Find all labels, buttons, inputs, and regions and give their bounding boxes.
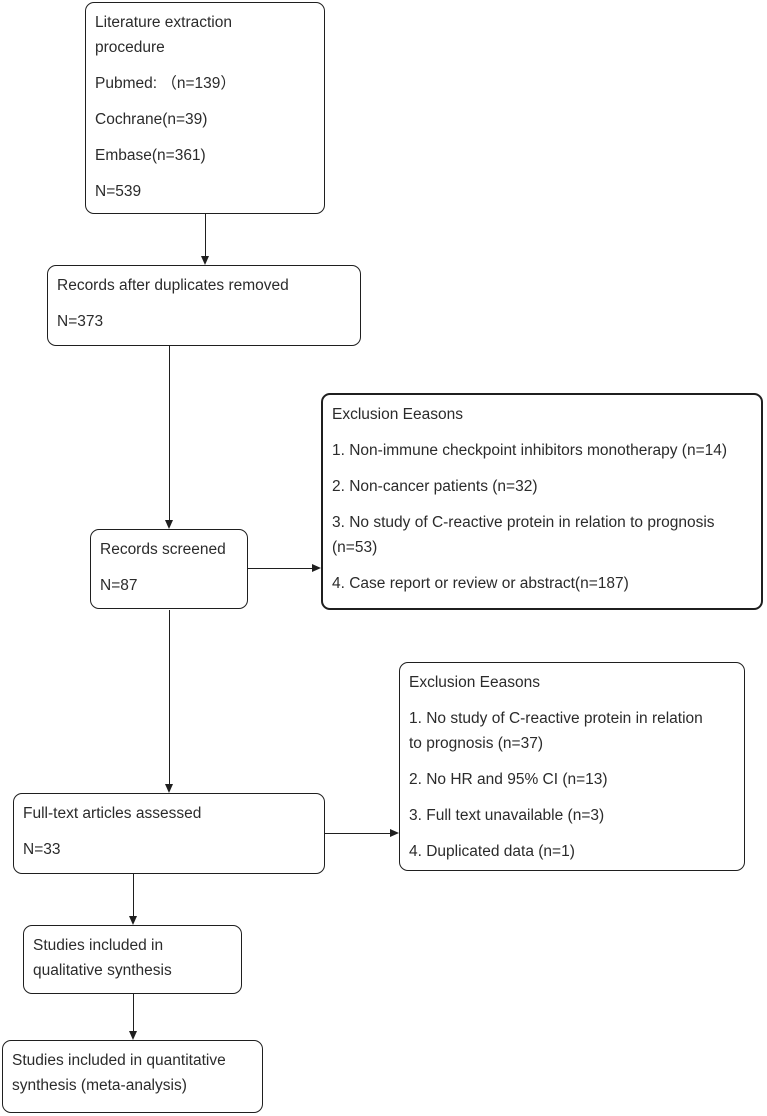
arrowhead-down-icon <box>165 520 173 529</box>
text-line: Records after duplicates removed <box>57 277 289 294</box>
text-line: N=33 <box>23 841 61 858</box>
arrowhead-down-icon <box>129 1031 137 1040</box>
arrowhead-down-icon <box>129 916 137 925</box>
text-line: 2. No HR and 95% CI (n=13) <box>409 771 608 788</box>
box-label: Records after duplicates removed <box>57 273 351 298</box>
text-line: 1. No study of C-reactive protein in rel… <box>409 710 703 727</box>
arrow-line <box>248 568 312 569</box>
record-count: N=87 <box>100 573 238 598</box>
exclusion-item: 2. Non-cancer patients (n=32) <box>332 474 752 499</box>
text-line: to prognosis (n=37) <box>409 735 543 752</box>
text-line: 4. Case report or review or abstract(n=1… <box>332 575 629 592</box>
arrow-line <box>169 346 170 520</box>
box-label: Full-text articles assessed <box>23 801 315 826</box>
text-line: N=539 <box>95 183 142 200</box>
box-label: Records screened <box>100 537 238 562</box>
exclusion-item: 2. No HR and 95% CI (n=13) <box>409 767 735 792</box>
arrow-line <box>205 214 206 256</box>
exclusion-title: Exclusion Eeasons <box>332 402 752 427</box>
text-line: Cochrane(n=39) <box>95 111 208 128</box>
exclusion-reasons-box-1: Exclusion Eeasons 1. Non-immune checkpoi… <box>321 393 763 610</box>
text-line: 4. Duplicated data (n=1) <box>409 843 575 860</box>
box-label: Studies included in qualitative synthesi… <box>33 933 232 983</box>
text-line: Records screened <box>100 541 226 558</box>
arrowhead-down-icon <box>165 784 173 793</box>
arrowhead-down-icon <box>201 256 209 265</box>
arrow-line <box>133 874 134 916</box>
records-screened-box: Records screened N=87 <box>90 529 248 609</box>
text-line: Embase(n=361) <box>95 147 206 164</box>
exclusion-item: 4. Duplicated data (n=1) <box>409 839 735 864</box>
text-line: 3. Full text unavailable (n=3) <box>409 807 605 824</box>
total-count: N=539 <box>95 179 315 204</box>
text-line: Full-text articles assessed <box>23 805 202 822</box>
literature-extraction-box: Literature extraction procedure Pubmed: … <box>85 2 325 214</box>
text-line: N=373 <box>57 313 104 330</box>
fulltext-assessed-box: Full-text articles assessed N=33 <box>13 793 325 874</box>
arrowhead-right-icon <box>390 829 399 837</box>
text-line: Pubmed: （n=139） <box>95 75 236 92</box>
record-count: N=33 <box>23 837 315 862</box>
exclusion-item: 3. No study of C-reactive protein in rel… <box>332 510 752 560</box>
exclusion-item: 3. Full text unavailable (n=3) <box>409 803 735 828</box>
exclusion-item: 1. No study of C-reactive protein in rel… <box>409 706 735 756</box>
records-after-duplicates-box: Records after duplicates removed N=373 <box>47 265 361 346</box>
text-line: Exclusion Eeasons <box>409 674 540 691</box>
text-line: N=87 <box>100 577 138 594</box>
embase-count: Embase(n=361) <box>95 143 315 168</box>
box-label: Studies included in quantitative synthes… <box>12 1048 253 1098</box>
text-line: procedure <box>95 39 165 56</box>
text-line: (n=53) <box>332 539 378 556</box>
text-line: 3. No study of C-reactive protein in rel… <box>332 514 715 531</box>
arrow-line <box>169 610 170 784</box>
text-line: Studies included in quantitative <box>12 1052 226 1069</box>
text-line: Studies included in <box>33 937 164 954</box>
pubmed-count: Pubmed: （n=139） <box>95 71 315 96</box>
text-line: Literature extraction <box>95 14 232 31</box>
record-count: N=373 <box>57 309 351 334</box>
arrowhead-right-icon <box>312 564 321 572</box>
exclusion-item: 4. Case report or review or abstract(n=1… <box>332 571 752 596</box>
box-title: Literature extraction procedure <box>95 10 315 60</box>
exclusion-reasons-box-2: Exclusion Eeasons 1. No study of C-react… <box>399 662 745 871</box>
exclusion-title: Exclusion Eeasons <box>409 670 735 695</box>
quantitative-synthesis-box: Studies included in quantitative synthes… <box>2 1040 263 1113</box>
text-line: synthesis (meta-analysis) <box>12 1077 187 1094</box>
text-line: qualitative synthesis <box>33 962 172 979</box>
qualitative-synthesis-box: Studies included in qualitative synthesi… <box>23 925 242 994</box>
arrow-line <box>133 994 134 1031</box>
cochrane-count: Cochrane(n=39) <box>95 107 315 132</box>
text-line: 1. Non-immune checkpoint inhibitors mono… <box>332 442 728 459</box>
arrow-line <box>325 833 390 834</box>
text-line: Exclusion Eeasons <box>332 406 463 423</box>
exclusion-item: 1. Non-immune checkpoint inhibitors mono… <box>332 438 752 463</box>
text-line: 2. Non-cancer patients (n=32) <box>332 478 538 495</box>
